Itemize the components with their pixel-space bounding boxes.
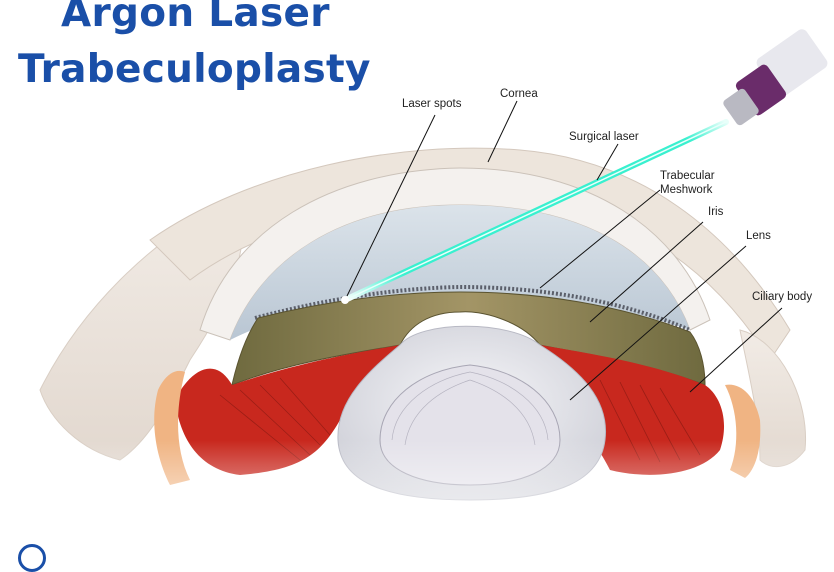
leader-iris [589, 221, 704, 323]
title-line-2: Trabeculoplasty [18, 47, 371, 92]
anterior-chamber [230, 205, 690, 340]
label-trabecular-meshwork: Trabecular Meshwork [660, 169, 715, 197]
label-cornea: Cornea [500, 88, 538, 100]
label-trabecular-line-2: Meshwork [660, 184, 713, 196]
leader-trabecular [539, 189, 661, 289]
label-lens: Lens [746, 230, 771, 242]
leader-surgical-laser [596, 143, 619, 181]
laser-spot [341, 296, 349, 304]
label-laser-spots: Laser spots [402, 98, 462, 110]
leader-lens [569, 245, 747, 401]
leader-cornea [487, 100, 518, 163]
label-surgical-laser: Surgical laser [569, 131, 639, 143]
leader-laser-spots [346, 114, 436, 297]
diagram-title: Argon Laser Trabeculoplasty [18, 0, 371, 98]
label-ciliary-body: Ciliary body [752, 291, 813, 303]
label-trabecular-line-1: Trabecular [660, 170, 715, 182]
title-line-1: Argon Laser [61, 0, 330, 36]
label-iris: Iris [708, 206, 724, 218]
leader-ciliary [689, 307, 783, 393]
laser-probe [723, 29, 828, 126]
trabecular-meshwork [254, 284, 691, 332]
eye-illustration [0, 29, 834, 556]
brand-logo [18, 544, 46, 572]
